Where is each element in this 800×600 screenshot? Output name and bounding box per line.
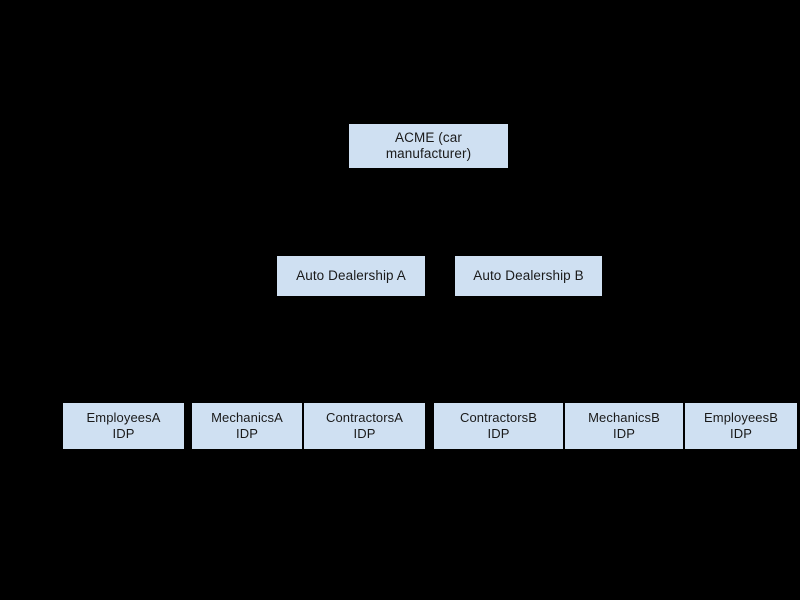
connector-edge xyxy=(498,349,529,351)
connector-edge xyxy=(247,349,248,403)
node-employees-b-idp[interactable]: EmployeesB IDP xyxy=(685,403,797,449)
node-mechanics-a-idp[interactable]: MechanicsA IDP xyxy=(192,403,302,449)
node-contractors-a-idp[interactable]: ContractorsA IDP xyxy=(304,403,425,449)
connector-edge xyxy=(364,349,366,403)
connector-edge xyxy=(351,296,352,350)
connector-edge xyxy=(428,168,430,212)
node-contractors-b-idp[interactable]: ContractorsB IDP xyxy=(434,403,563,449)
connector-edge xyxy=(123,349,351,351)
connector-edge xyxy=(247,349,351,351)
connector-edge xyxy=(351,349,365,351)
node-acme[interactable]: ACME (car manufacturer) xyxy=(349,124,508,168)
connector-edge xyxy=(428,212,529,213)
connector-edge xyxy=(624,349,625,403)
node-auto-dealership-b[interactable]: Auto Dealership B xyxy=(455,256,602,296)
connector-edge xyxy=(351,212,352,256)
connector-edge xyxy=(498,349,500,403)
connector-edge xyxy=(528,212,530,256)
connector-edge xyxy=(351,212,429,213)
connector-edge xyxy=(528,349,741,351)
connector-edge xyxy=(528,296,530,350)
connector-edge xyxy=(741,349,742,403)
node-auto-dealership-a[interactable]: Auto Dealership A xyxy=(277,256,425,296)
connector-edge xyxy=(123,349,125,403)
node-employees-a-idp[interactable]: EmployeesA IDP xyxy=(63,403,184,449)
node-mechanics-b-idp[interactable]: MechanicsB IDP xyxy=(565,403,683,449)
